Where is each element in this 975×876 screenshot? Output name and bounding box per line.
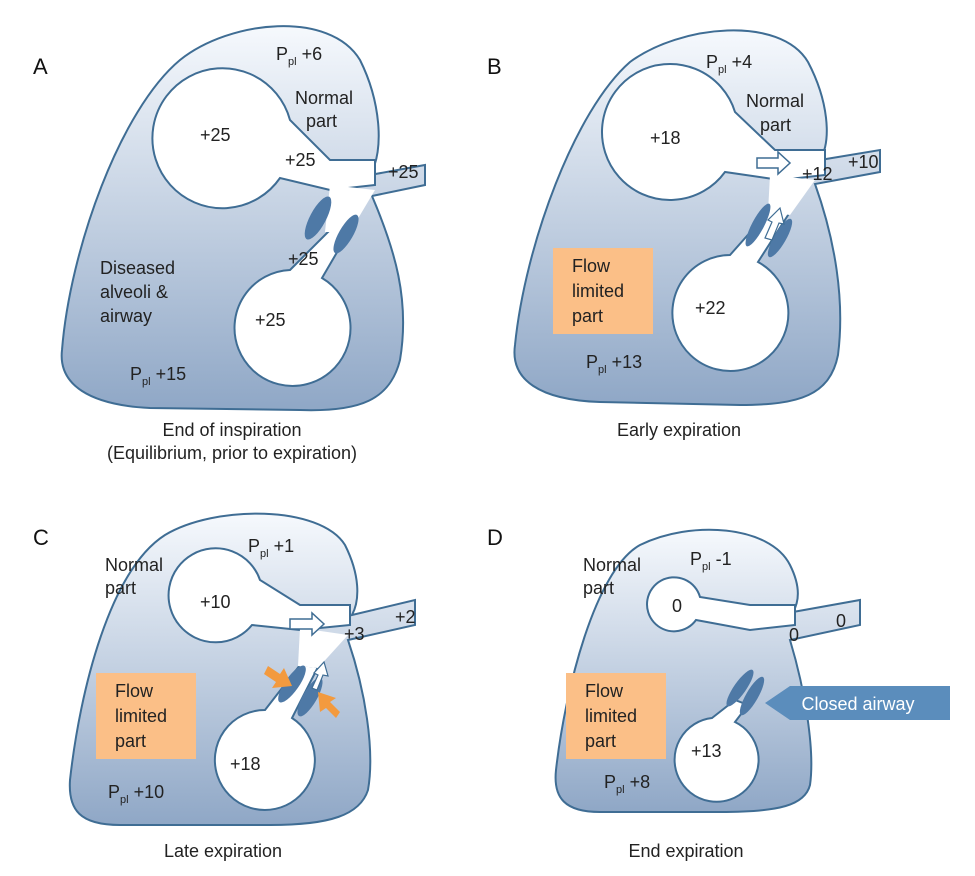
closed-airway-label: Closed airway [801, 694, 914, 714]
flow-limited-box [553, 248, 653, 334]
airway-flap [745, 203, 771, 247]
airway-pressure: +12 [802, 164, 833, 184]
diseased-alveolus-pressure: +25 [255, 310, 286, 330]
panel-a: A Ppl +6 Ppl +15 Normal part +25 +25 +25… [33, 25, 426, 463]
diseased-alveolus-pressure: +18 [230, 754, 261, 774]
normal-label: part [306, 111, 337, 131]
diseased-airway-pressure: +25 [288, 249, 319, 269]
ppl-bottom: Ppl +8 [604, 772, 650, 796]
panel-c: C Ppl +1 Ppl +10 Normal part +10 +3 +2 +… [33, 512, 416, 861]
diseased-alveolus [233, 229, 352, 387]
diseased-alveolus [673, 698, 760, 803]
airway-flap [304, 196, 332, 240]
flow-label: Flow [115, 681, 154, 701]
caption: Early expiration [617, 420, 741, 440]
normal-label: part [583, 578, 614, 598]
closed-airway-callout [765, 686, 950, 720]
flow-label: limited [115, 706, 167, 726]
normal-label: Normal [295, 88, 353, 108]
airway-pressure: 0 [789, 625, 799, 645]
ppl-bottom: Ppl +15 [130, 364, 186, 388]
ppl-bottom: Ppl +10 [108, 782, 164, 806]
diseased-airway [298, 628, 348, 668]
panel-letter: D [487, 525, 503, 550]
caption: End expiration [628, 841, 743, 861]
ppl-top: Ppl +6 [276, 44, 322, 68]
airway-pressure: +25 [285, 150, 316, 170]
panel-b: B Ppl +4 Ppl +13 Normal part +18 +12 +10… [487, 29, 881, 440]
panel-letter: A [33, 54, 48, 79]
compression-arrow [264, 666, 292, 688]
flow-arrow [764, 206, 785, 241]
alveolus-pressure: +18 [650, 128, 681, 148]
flow-limited-box [566, 673, 666, 759]
panel-letter: C [33, 525, 49, 550]
compression-arrow [318, 692, 340, 718]
alveolus-pressure: +10 [200, 592, 231, 612]
panel-d: D Ppl -1 Ppl +8 Normal part 0 0 0 +13 Fl… [487, 525, 950, 861]
diseased-airway [768, 175, 815, 215]
flow-label: part [585, 731, 616, 751]
airway-flap [278, 665, 306, 703]
airway-pressure: +3 [344, 624, 365, 644]
normal-alveolus [646, 576, 796, 633]
diseased-airway [325, 185, 375, 232]
normal-label: part [760, 115, 791, 135]
panel-letter: B [487, 54, 502, 79]
alveolus-pressure: +25 [200, 125, 231, 145]
ppl-bottom: Ppl +13 [586, 352, 642, 376]
flow-arrow [311, 660, 329, 691]
diseased-alveolus-pressure: +22 [695, 298, 726, 318]
flow-label: limited [572, 281, 624, 301]
caption: End of inspiration [162, 420, 301, 440]
flow-arrow [756, 150, 792, 176]
diseased-alveolus [213, 663, 320, 811]
flow-arrow [289, 611, 326, 637]
normal-label: Normal [583, 555, 641, 575]
flow-label: Flow [572, 256, 611, 276]
airway-flap [767, 218, 793, 258]
caption: (Equilibrium, prior to expiration) [107, 443, 357, 463]
diseased-alveolus [671, 208, 792, 372]
flow-label: part [115, 731, 146, 751]
flow-label: limited [585, 706, 637, 726]
airway-flap [726, 669, 754, 707]
normal-label: Normal [746, 91, 804, 111]
diseased-alveolus-pressure: +13 [691, 741, 722, 761]
diseased-label: alveoli & [100, 282, 168, 302]
trachea-pressure: 0 [836, 611, 846, 631]
airway-flap [739, 676, 765, 716]
caption: Late expiration [164, 841, 282, 861]
normal-label: part [105, 578, 136, 598]
trachea-pressure: +2 [395, 607, 416, 627]
normal-label: Normal [105, 555, 163, 575]
ppl-top: Ppl +1 [248, 536, 294, 560]
flow-limited-box [96, 673, 196, 759]
alveolus-pressure: 0 [672, 596, 682, 616]
diseased-label: Diseased [100, 258, 175, 278]
airway-flap [333, 214, 359, 254]
ppl-top: Ppl +4 [706, 52, 752, 76]
ppl-top: Ppl -1 [690, 549, 732, 573]
trachea-pressure: +10 [848, 152, 879, 172]
flow-label: Flow [585, 681, 624, 701]
flow-label: part [572, 306, 603, 326]
normal-alveolus [151, 67, 376, 210]
trachea-pressure: +25 [388, 162, 419, 182]
diseased-label: airway [100, 306, 152, 326]
